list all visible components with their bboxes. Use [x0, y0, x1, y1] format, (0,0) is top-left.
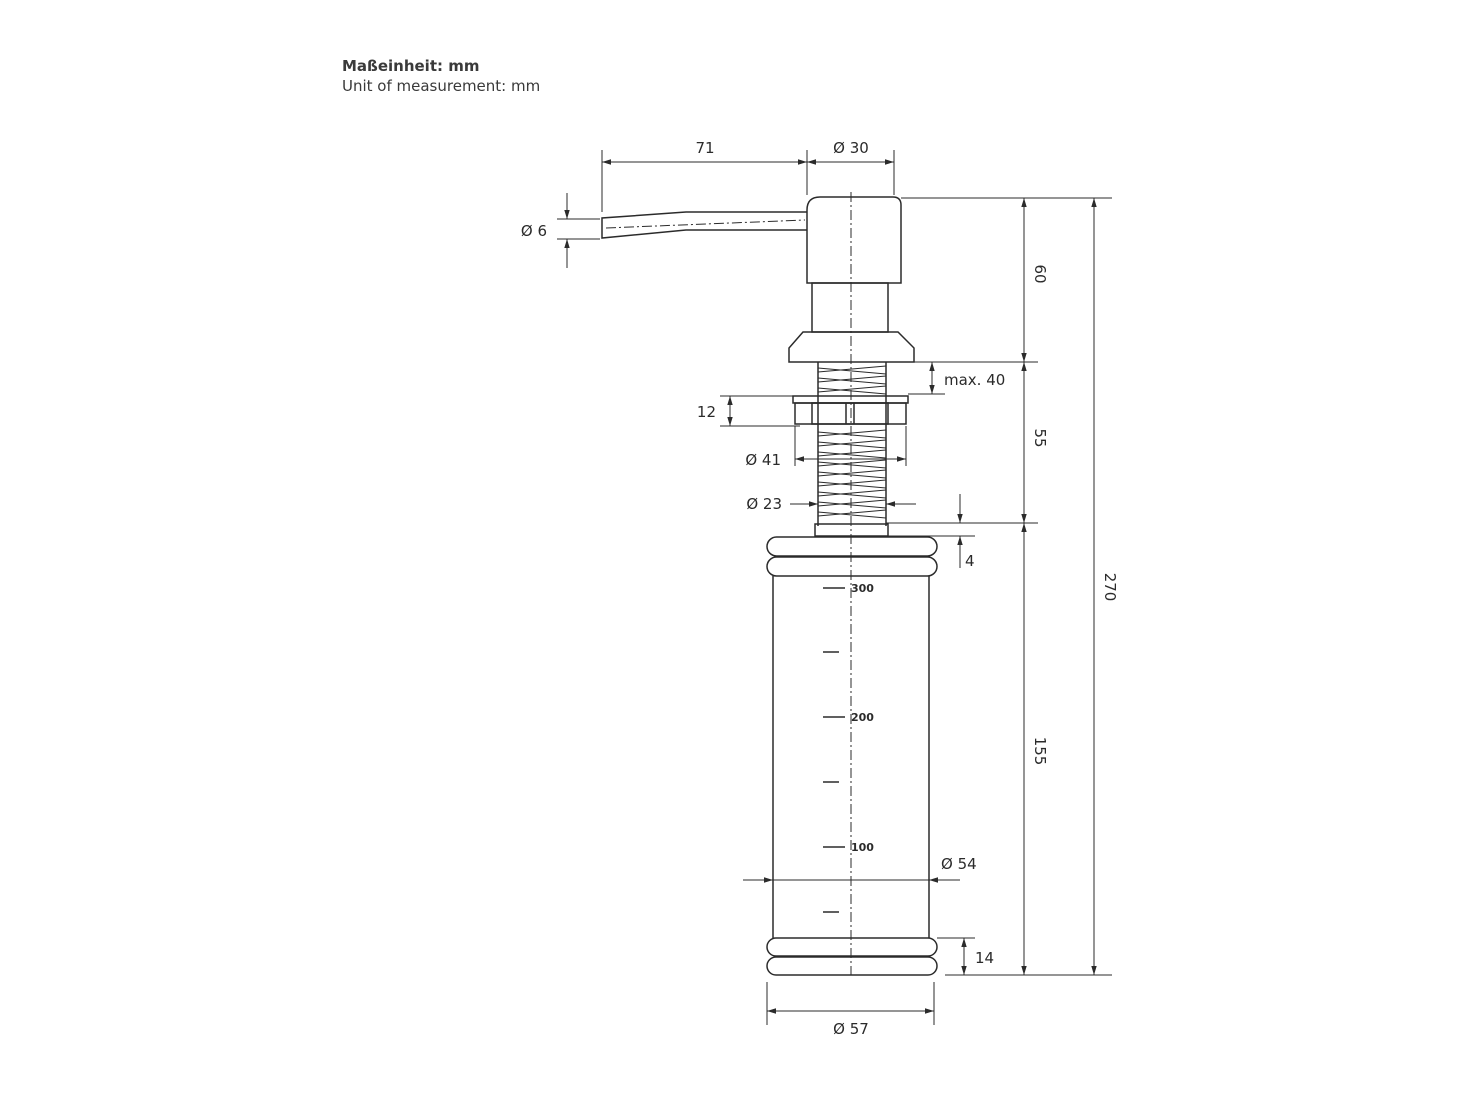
label-nut-diameter: Ø 41 [745, 451, 781, 469]
label-thread-length: 55 [1031, 428, 1049, 447]
threaded-shaft [817, 362, 887, 526]
label-head-height: 60 [1031, 264, 1049, 283]
label-spout-diameter: Ø 6 [521, 222, 547, 240]
unit-label-english: Unit of measurement: mm [342, 77, 541, 95]
label-ring-height: 14 [975, 949, 994, 967]
label-thread-diameter: Ø 23 [746, 495, 782, 513]
label-max-mount: max. 40 [944, 371, 1005, 389]
label-nut-height: 12 [697, 403, 716, 421]
label-spout-length: 71 [695, 139, 714, 157]
unit-legend: Maßeinheit: mm Unit of measurement: mm [342, 56, 540, 96]
label-collar-height: 4 [965, 552, 975, 570]
bottle [766, 536, 938, 976]
unit-label-german: Maßeinheit: mm [342, 57, 480, 75]
scale-label-300: 300 [851, 582, 874, 595]
scale-label-100: 100 [851, 841, 874, 854]
label-bottle-height: 155 [1031, 737, 1049, 766]
spout-centerline [605, 219, 806, 229]
dimension-lines [557, 150, 1112, 1025]
volume-scale: 300 200 100 [823, 582, 874, 913]
label-bottle-diameter: Ø 54 [941, 855, 977, 873]
label-ring-diameter: Ø 57 [833, 1020, 869, 1038]
label-head-diameter: Ø 30 [833, 139, 869, 157]
label-total-height: 270 [1101, 573, 1119, 602]
scale-label-200: 200 [851, 711, 874, 724]
pump-head [601, 196, 915, 363]
